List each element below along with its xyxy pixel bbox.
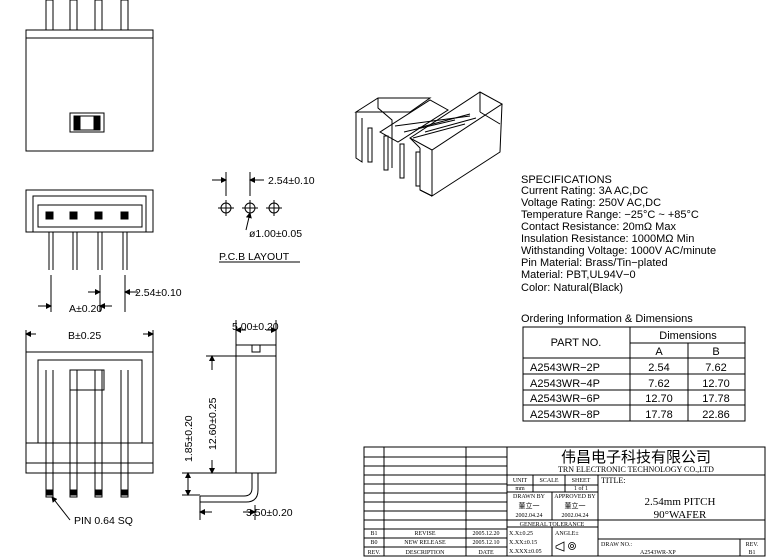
spec-line: Color: Natural(Black) bbox=[521, 282, 623, 294]
title-label: TITLE: bbox=[601, 476, 625, 485]
spec-line: Material: PBT,UL94V−0 bbox=[521, 269, 636, 281]
side-view bbox=[182, 320, 277, 520]
table-row-b: 17.78 bbox=[702, 393, 730, 405]
unit-label: UNIT bbox=[513, 478, 528, 484]
rev-row-desc: REVISE bbox=[415, 531, 436, 537]
spec-line: Pin Material: Brass/Tin−plated bbox=[521, 257, 668, 269]
table-row-b: 22.86 bbox=[702, 409, 730, 421]
table-row-part: A2543WR−4P bbox=[530, 378, 600, 390]
table-row-a: 7.62 bbox=[648, 378, 669, 390]
tolerance-3: X.XXX±0.05 bbox=[509, 549, 542, 555]
pin-size-label: PIN 0.64 SQ bbox=[74, 515, 133, 527]
dim-b-label: B±0.25 bbox=[68, 330, 101, 342]
dim-hole-label: ø1.00±0.05 bbox=[249, 228, 302, 240]
draw-no-value: A2543WR-XP bbox=[640, 550, 676, 556]
rev-row-desc: NEW RELEASE bbox=[404, 540, 446, 546]
approved-name: 董立一 bbox=[565, 501, 586, 510]
company-name-en: TRN ELECTRONIC TECHNOLOGY CO.,LTD bbox=[558, 465, 714, 474]
projection-symbol-icon bbox=[555, 541, 576, 552]
sheet-value: 1 of 1 bbox=[574, 485, 588, 492]
spec-title: SPECIFICATIONS bbox=[521, 174, 612, 186]
rev-header-desc: DESCRIPTION bbox=[405, 550, 445, 556]
drawn-by-label: DRAWN BY bbox=[513, 494, 546, 500]
approved-by-label: APPROVED BY bbox=[554, 494, 596, 500]
dim-pitch-front-label: 2.54±0.10 bbox=[135, 287, 182, 299]
top-view bbox=[25, 0, 154, 152]
table-row-a: 2.54 bbox=[648, 362, 669, 374]
front-view bbox=[25, 189, 154, 312]
unit-value: mm bbox=[515, 486, 525, 492]
scale-label: SCALE bbox=[539, 478, 558, 484]
drawn-name: 董立一 bbox=[519, 501, 540, 510]
spec-line: Current Rating: 3A AC,DC bbox=[521, 185, 648, 197]
spec-line: Temperature Range: −25°C ~ +85°C bbox=[521, 209, 699, 221]
spec-line: Voltage Rating: 250V AC,DC bbox=[521, 197, 661, 209]
tolerance-2: X.XX±0.15 bbox=[509, 540, 537, 546]
col-a-header: A bbox=[655, 346, 663, 358]
dim-h2-label: 12.60±0.25 bbox=[207, 397, 219, 450]
approved-date: 2002.04.24 bbox=[562, 513, 589, 519]
company-name-cn: 伟昌电子科技有限公司 bbox=[561, 449, 711, 466]
angle-label: ANGLE± bbox=[555, 531, 579, 537]
rev-label: REV. bbox=[746, 542, 759, 548]
title-block: 伟昌电子科技有限公司 TRN ELECTRONIC TECHNOLOGY CO.… bbox=[363, 446, 766, 557]
table-row-part: A2543WR−8P bbox=[530, 409, 600, 421]
rev-row-rev: B0 bbox=[370, 540, 377, 546]
table-row-b: 12.70 bbox=[702, 378, 730, 390]
dim-h1-label: 1.85±0.20 bbox=[183, 415, 195, 462]
pcb-layout-title: P.C.B LAYOUT bbox=[219, 251, 290, 263]
col-dims-header: Dimensions bbox=[659, 330, 717, 342]
tolerance-1: X.X±0.25 bbox=[509, 531, 533, 537]
rev-row-date: 2005.12.10 bbox=[473, 540, 500, 546]
col-part-header: PART NO. bbox=[551, 337, 602, 349]
table-row-part: A2543WR−2P bbox=[530, 362, 600, 374]
ordering-title: Ordering Information & Dimensions bbox=[521, 313, 693, 325]
rev-row-rev: B1 bbox=[370, 531, 377, 537]
table-row-part: A2543WR−6P bbox=[530, 393, 600, 405]
dim-pcb-pitch-label: 2.54±0.10 bbox=[268, 175, 315, 187]
sheet-label: SHEET bbox=[572, 478, 591, 484]
dim-a-label: A±0.20 bbox=[69, 303, 102, 315]
table-row-a: 12.70 bbox=[645, 393, 673, 405]
col-b-header: B bbox=[712, 346, 719, 358]
draw-no-label: DRAW NO.: bbox=[601, 542, 632, 548]
specifications: SPECIFICATIONS Current Rating: 3A AC,DC … bbox=[521, 174, 716, 294]
table-row-a: 17.78 bbox=[645, 409, 673, 421]
spec-line: Withstanding Voltage: 1000V AC/minute bbox=[521, 245, 716, 257]
ordering-table: Ordering Information & Dimensions PART N… bbox=[521, 313, 746, 422]
dim-tail-label: 3.50±0.20 bbox=[246, 507, 293, 519]
dim-width-label: 5.00±0.20 bbox=[232, 321, 279, 333]
rev-header-date: DATE bbox=[478, 550, 494, 556]
rev-row-date: 2005.12.20 bbox=[473, 531, 500, 537]
rev-value: B1 bbox=[748, 550, 755, 556]
drawn-date: 2002.04.24 bbox=[516, 513, 543, 519]
spec-line: Contact Resistance: 20mΩ Max bbox=[521, 221, 676, 233]
bottom-view bbox=[25, 330, 154, 521]
tolerance-label: GENERAL TOLERANCE bbox=[520, 522, 585, 528]
title-line-1: 2.54mm PITCH bbox=[645, 496, 716, 508]
isometric-view bbox=[354, 91, 503, 197]
rev-header-rev: REV. bbox=[368, 550, 381, 556]
table-row-b: 7.62 bbox=[705, 362, 726, 374]
spec-line: Insulation Resistance: 1000MΩ Min bbox=[521, 233, 694, 245]
pcb-layout bbox=[212, 172, 300, 263]
title-line-2: 90°WAFER bbox=[654, 509, 707, 521]
